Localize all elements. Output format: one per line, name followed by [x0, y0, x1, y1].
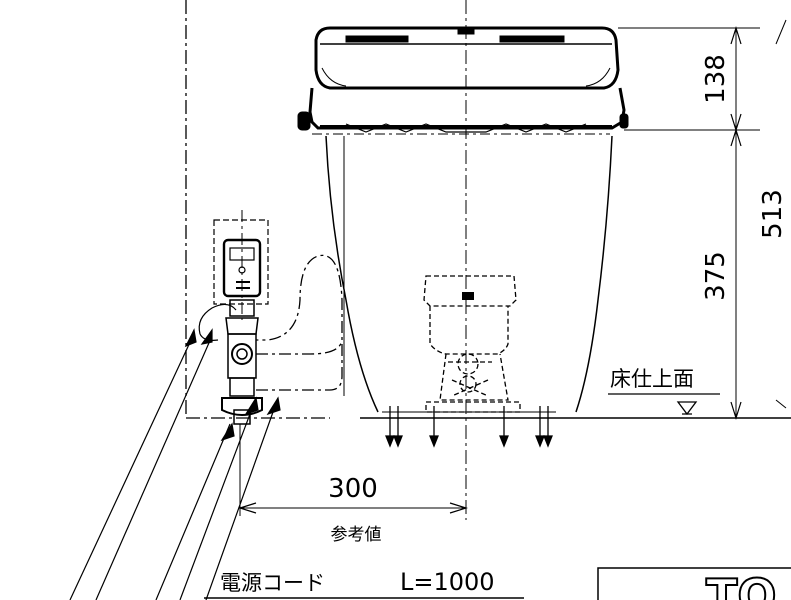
water-supply-valve	[198, 210, 269, 425]
dim-total-height: 513	[758, 189, 788, 239]
reference-value-label: 参考値	[331, 525, 382, 545]
horizontal-dimension	[237, 424, 469, 516]
toilet-lid	[314, 26, 620, 90]
supply-hose	[256, 254, 343, 391]
title-block: TO	[597, 567, 791, 600]
power-cord-length: L=1000	[400, 568, 495, 596]
floor-level-symbol	[676, 401, 698, 416]
dim-offset-horizontal: 300	[328, 474, 378, 504]
leader-lines	[69, 328, 281, 600]
floor-finish-label: 床仕上面	[610, 367, 694, 391]
toilet-seat	[297, 87, 629, 133]
height-dimension-lines	[618, 19, 787, 421]
dim-bowl-height: 375	[701, 251, 731, 301]
wall-outline	[185, 0, 330, 419]
toilet-trap-hidden	[423, 275, 521, 413]
toilet-bowl-body	[325, 135, 613, 413]
power-cord-label: 電源コード	[220, 571, 325, 595]
dim-lid-height: 138	[701, 54, 731, 104]
brand-logo-text: TO	[706, 569, 776, 600]
floor-anchor-bolts	[382, 406, 556, 448]
